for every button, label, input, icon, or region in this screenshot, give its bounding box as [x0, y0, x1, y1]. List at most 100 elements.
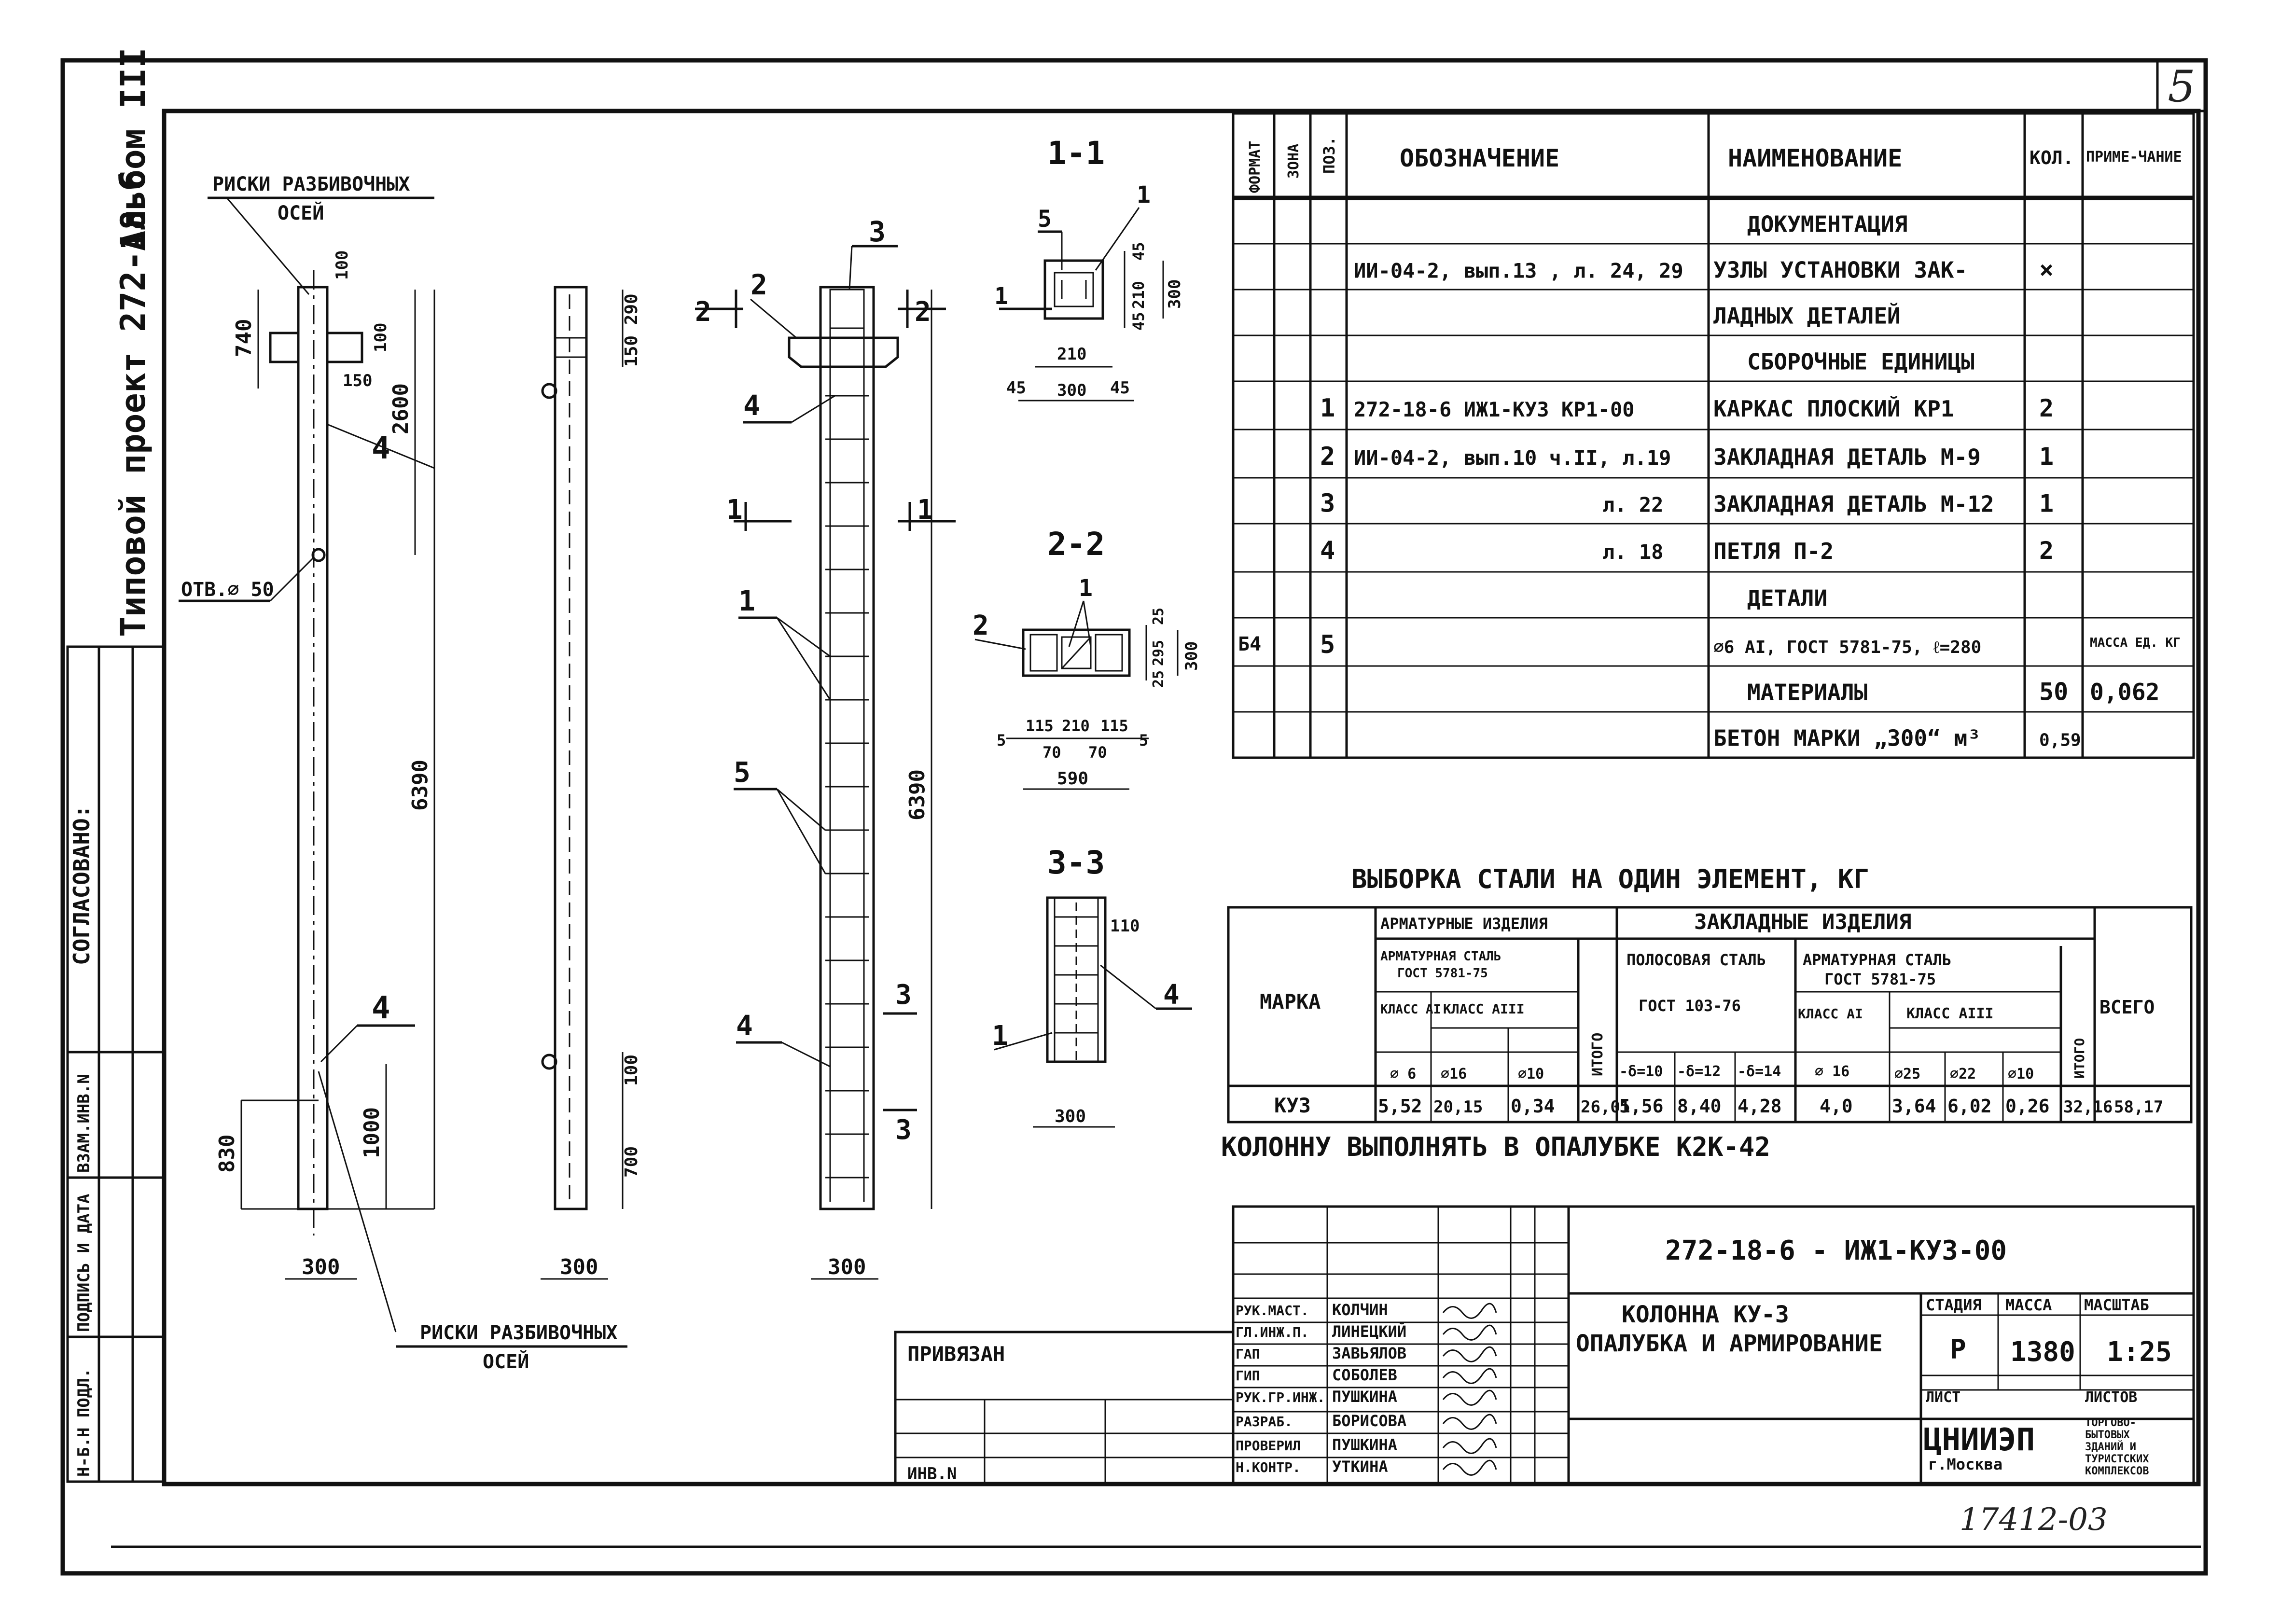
steel-h-gost5781-b: ГОСТ 5781-75: [1824, 970, 1936, 988]
strip-cell-1: Н-Б.Н ПОДЛ.: [74, 1368, 94, 1477]
signature: [1442, 1438, 1497, 1454]
spec-cell-name: ЗАКЛАДНАЯ ДЕТАЛЬ М-9: [1713, 444, 1981, 470]
org-desc-5: КОМПЛЕКСОВ: [2085, 1465, 2149, 1477]
steel-value: 32,16: [2063, 1097, 2113, 1117]
spec-cell-name: КАРКАС ПЛОСКИЙ КР1: [1713, 396, 1954, 422]
doc-name-2: ОПАЛУБКА И АРМИРОВАНИЕ: [1576, 1330, 1883, 1357]
spec-cell-designation: л. 22: [1602, 493, 1663, 517]
spec-header-pos: ПОЗ.: [1320, 137, 1338, 174]
s22-dim-70-right: 70: [1088, 743, 1107, 762]
steel-h-mark: МАРКА: [1260, 990, 1321, 1013]
scale-value: 1:25: [2107, 1336, 2172, 1368]
spec-header-format: ФОРМАТ: [1247, 141, 1264, 193]
dim-300-a: 300: [302, 1255, 340, 1279]
spec-cell-name: ЛАДНЫХ ДЕТАЛЕЙ: [1713, 303, 1901, 329]
signer-name: СОБОЛЕВ: [1332, 1366, 1397, 1384]
steel-h-total-2: ИТОГО: [2071, 1038, 2087, 1079]
sheet-label: ЛИСТ: [1926, 1389, 1960, 1406]
spec-cell-qty: 1: [2039, 490, 2054, 518]
marks-label-top: РИСКИ РАЗБИВОЧНЫХ: [212, 173, 410, 195]
signer-role: ГЛ.ИНЖ.П.: [1236, 1324, 1309, 1340]
steel-subheader: ⌀ 16: [1815, 1063, 1849, 1080]
formwork-note: КОЛОННУ ВЫПОЛНЯТЬ В ОПАЛУБКЕ К2К-42: [1221, 1132, 1770, 1162]
signer-name: БОРИСОВА: [1332, 1412, 1406, 1430]
signer-role: Н.КОНТР.: [1236, 1459, 1301, 1475]
s11-dim-45-right: 45: [1110, 378, 1130, 398]
steel-value: 0,26: [2005, 1096, 2050, 1117]
s11-v-300: 300: [1165, 279, 1184, 309]
steel-value: 0,34: [1511, 1096, 1555, 1117]
outer-frame: [60, 58, 2208, 1576]
signer-name: КОЛЧИН: [1332, 1301, 1388, 1319]
spec-header-name: НАИМЕНОВАНИЕ: [1728, 144, 1902, 172]
org-city: г.Москва: [1928, 1455, 2002, 1473]
cut-1-right: 1: [917, 494, 933, 526]
s11-v-210: 210: [1129, 281, 1148, 309]
specification-table: ФОРМАТ ЗОНА ПОЗ. ОБОЗНАЧЕНИЕ НАИМЕНОВАНИ…: [1232, 112, 2195, 759]
cut-1-left: 1: [726, 494, 743, 526]
inv-label: ИНВ.N: [907, 1464, 957, 1484]
cut-3-bottom: 3: [895, 1114, 912, 1146]
steel-h-strip-steel: ПОЛОСОВАЯ СТАЛЬ: [1627, 951, 1766, 969]
s22-dim-70-left: 70: [1043, 743, 1061, 762]
spec-header-qty: КОЛ.: [2030, 147, 2074, 168]
spec-header-zone: ЗОНА: [1285, 144, 1302, 179]
steel-value: 4,28: [1738, 1096, 1782, 1117]
axes-label-bottom: ОСЕЙ: [483, 1350, 529, 1373]
sheet-number: 5: [2168, 61, 2195, 112]
spec-header-designation: ОБОЗНАЧЕНИЕ: [1400, 144, 1559, 172]
pos-5-elev: 5: [734, 756, 751, 789]
section-3-3: 3-3 110 4 1 300: [992, 844, 1192, 1128]
signature: [1442, 1346, 1497, 1362]
spec-cell-qty: 2: [2039, 537, 2054, 565]
pos-4-elev-lower: 4: [736, 1009, 753, 1042]
spec-cell-name: УЗЛЫ УСТАНОВКИ ЗАК-: [1713, 257, 1967, 283]
signer-role: РАЗРАБ.: [1236, 1414, 1293, 1430]
signer-name: УТКИНА: [1332, 1457, 1388, 1476]
scale-label: МАСШТАБ: [2084, 1296, 2149, 1314]
dim-2600: 2600: [389, 383, 413, 434]
signer-name: ПУШКИНА: [1332, 1388, 1397, 1406]
steel-mark: КУ3: [1274, 1094, 1311, 1117]
dim-6390-b: 6390: [905, 769, 930, 820]
sheet-number-box: [2156, 59, 2207, 112]
org-name: ЦНИИЭП: [1923, 1422, 2035, 1458]
steel-subheader: ⌀16: [1441, 1066, 1467, 1083]
section-1-1-title: 1-1: [1047, 135, 1105, 172]
steel-value: 6,02: [1947, 1096, 1992, 1117]
s11-pos-1-top: 1: [1137, 181, 1151, 208]
spec-cell-name: ЗАКЛАДНАЯ ДЕТАЛЬ М-12: [1713, 491, 1994, 517]
steel-h-rebar-steel-2: АРМАТУРНАЯ СТАЛЬ: [1803, 951, 1951, 969]
steel-h-grand: ВСЕГО: [2099, 997, 2155, 1018]
s22-v-25-bottom: 25: [1150, 670, 1167, 688]
s22-dim-5-right: 5: [1139, 731, 1148, 750]
archive-number: 17412-03: [1960, 1502, 2108, 1538]
s11-dim-210: 210: [1057, 345, 1086, 364]
signer-role: РУК.ГР.ИНЖ.: [1236, 1389, 1325, 1405]
dim-150-290: 150 290: [622, 293, 641, 367]
spec-cell-qty: 2: [2039, 394, 2054, 422]
signer-name: ЗАВЬЯЛОВ: [1332, 1344, 1406, 1362]
steel-value: 58,17: [2114, 1097, 2163, 1117]
steel-value: 3,64: [1892, 1096, 1936, 1117]
steel-subheader: ⌀10: [1518, 1066, 1544, 1083]
section-2-2-title: 2-2: [1047, 526, 1105, 563]
spec-cell-note: МАССА ЕД. КГ: [2090, 636, 2181, 650]
column-elevation-side: 150 290 100 700 300 2: [541, 286, 743, 1280]
pos-4-lower: 4: [372, 990, 390, 1026]
steel-h-rebar-steel: АРМАТУРНАЯ СТАЛЬ: [1380, 949, 1501, 964]
dim-100-mid: 100: [371, 323, 390, 352]
strip-cell-2: ПОДПИСЬ И ДАТА: [74, 1194, 94, 1332]
cut-2-right: 2: [915, 296, 931, 328]
s11-dim-45-left: 45: [1006, 378, 1026, 398]
s11-pos-5: 5: [1038, 206, 1052, 233]
spec-cell-qty: ×: [2039, 256, 2054, 284]
spec-cell-name: БЕТОН МАРКИ „300“ м³: [1713, 725, 1981, 751]
s22-dim-115-right: 115: [1100, 717, 1128, 735]
signature: [1442, 1414, 1497, 1430]
dim-700: 700: [622, 1146, 641, 1178]
sheets-label: ЛИСТОВ: [2085, 1389, 2137, 1406]
steel-value: 26,01: [1581, 1097, 1630, 1117]
